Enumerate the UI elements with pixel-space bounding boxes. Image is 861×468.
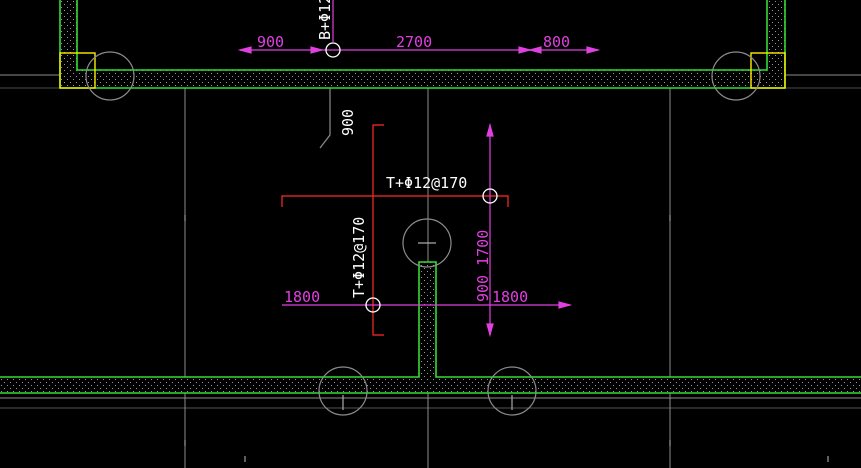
rebar-marker-left	[365, 297, 381, 313]
rebar-marker-top	[325, 42, 341, 58]
dimension-arrow	[527, 46, 542, 54]
column-circle	[487, 366, 537, 416]
grid-tick-marks	[184, 215, 829, 462]
leader-line	[319, 88, 331, 149]
bottom-wall	[0, 261, 861, 394]
rebar-label-horizontal: T+Φ12@170	[386, 174, 467, 192]
top-wall-left-leg	[60, 0, 77, 88]
dimension-label-mid-right: 1800	[492, 288, 528, 306]
rebar-marker-right	[482, 188, 498, 204]
top-wall-outline	[59, 0, 786, 89]
top-dimension	[237, 46, 601, 54]
column-circle	[402, 218, 452, 268]
bottom-wall-beam	[0, 377, 861, 393]
corner-marker-left	[59, 52, 96, 89]
middle-dimensions	[282, 122, 573, 338]
column-circles	[85, 51, 761, 416]
column-circle	[711, 51, 761, 101]
top-wall	[59, 0, 786, 89]
column-circle	[85, 51, 135, 101]
wall-stub	[419, 262, 436, 377]
dimension-label-left-vertical: 900	[339, 109, 357, 136]
dimension-arrow	[558, 301, 573, 309]
dimension-arrow	[518, 46, 533, 54]
top-wall-right-leg	[767, 0, 785, 88]
top-rebar-label: B+Φ12	[316, 0, 334, 40]
rebar-lines	[281, 124, 509, 336]
rebar-label-vertical: T+Φ12@170	[350, 217, 368, 298]
dimension-label-mid-left: 1800	[284, 288, 320, 306]
dimension-arrow	[486, 122, 494, 137]
dimension-arrow	[486, 323, 494, 338]
dimension-label-top-left: 900	[257, 33, 284, 51]
dimension-label-top-middle: 2700	[396, 33, 432, 51]
dimension-label-right-vertical: 900 1700	[474, 230, 492, 302]
dimension-arrow	[310, 46, 325, 54]
rebar-vertical	[372, 124, 384, 336]
dimension-arrow	[237, 46, 252, 54]
dimension-label-top-right: 800	[543, 33, 570, 51]
column-circle	[318, 366, 368, 416]
top-wall-beam	[60, 70, 785, 88]
rebar-horizontal	[281, 195, 509, 207]
bottom-wall-outline	[0, 261, 861, 394]
corner-marker-right	[750, 52, 786, 89]
dimension-arrow	[586, 46, 601, 54]
